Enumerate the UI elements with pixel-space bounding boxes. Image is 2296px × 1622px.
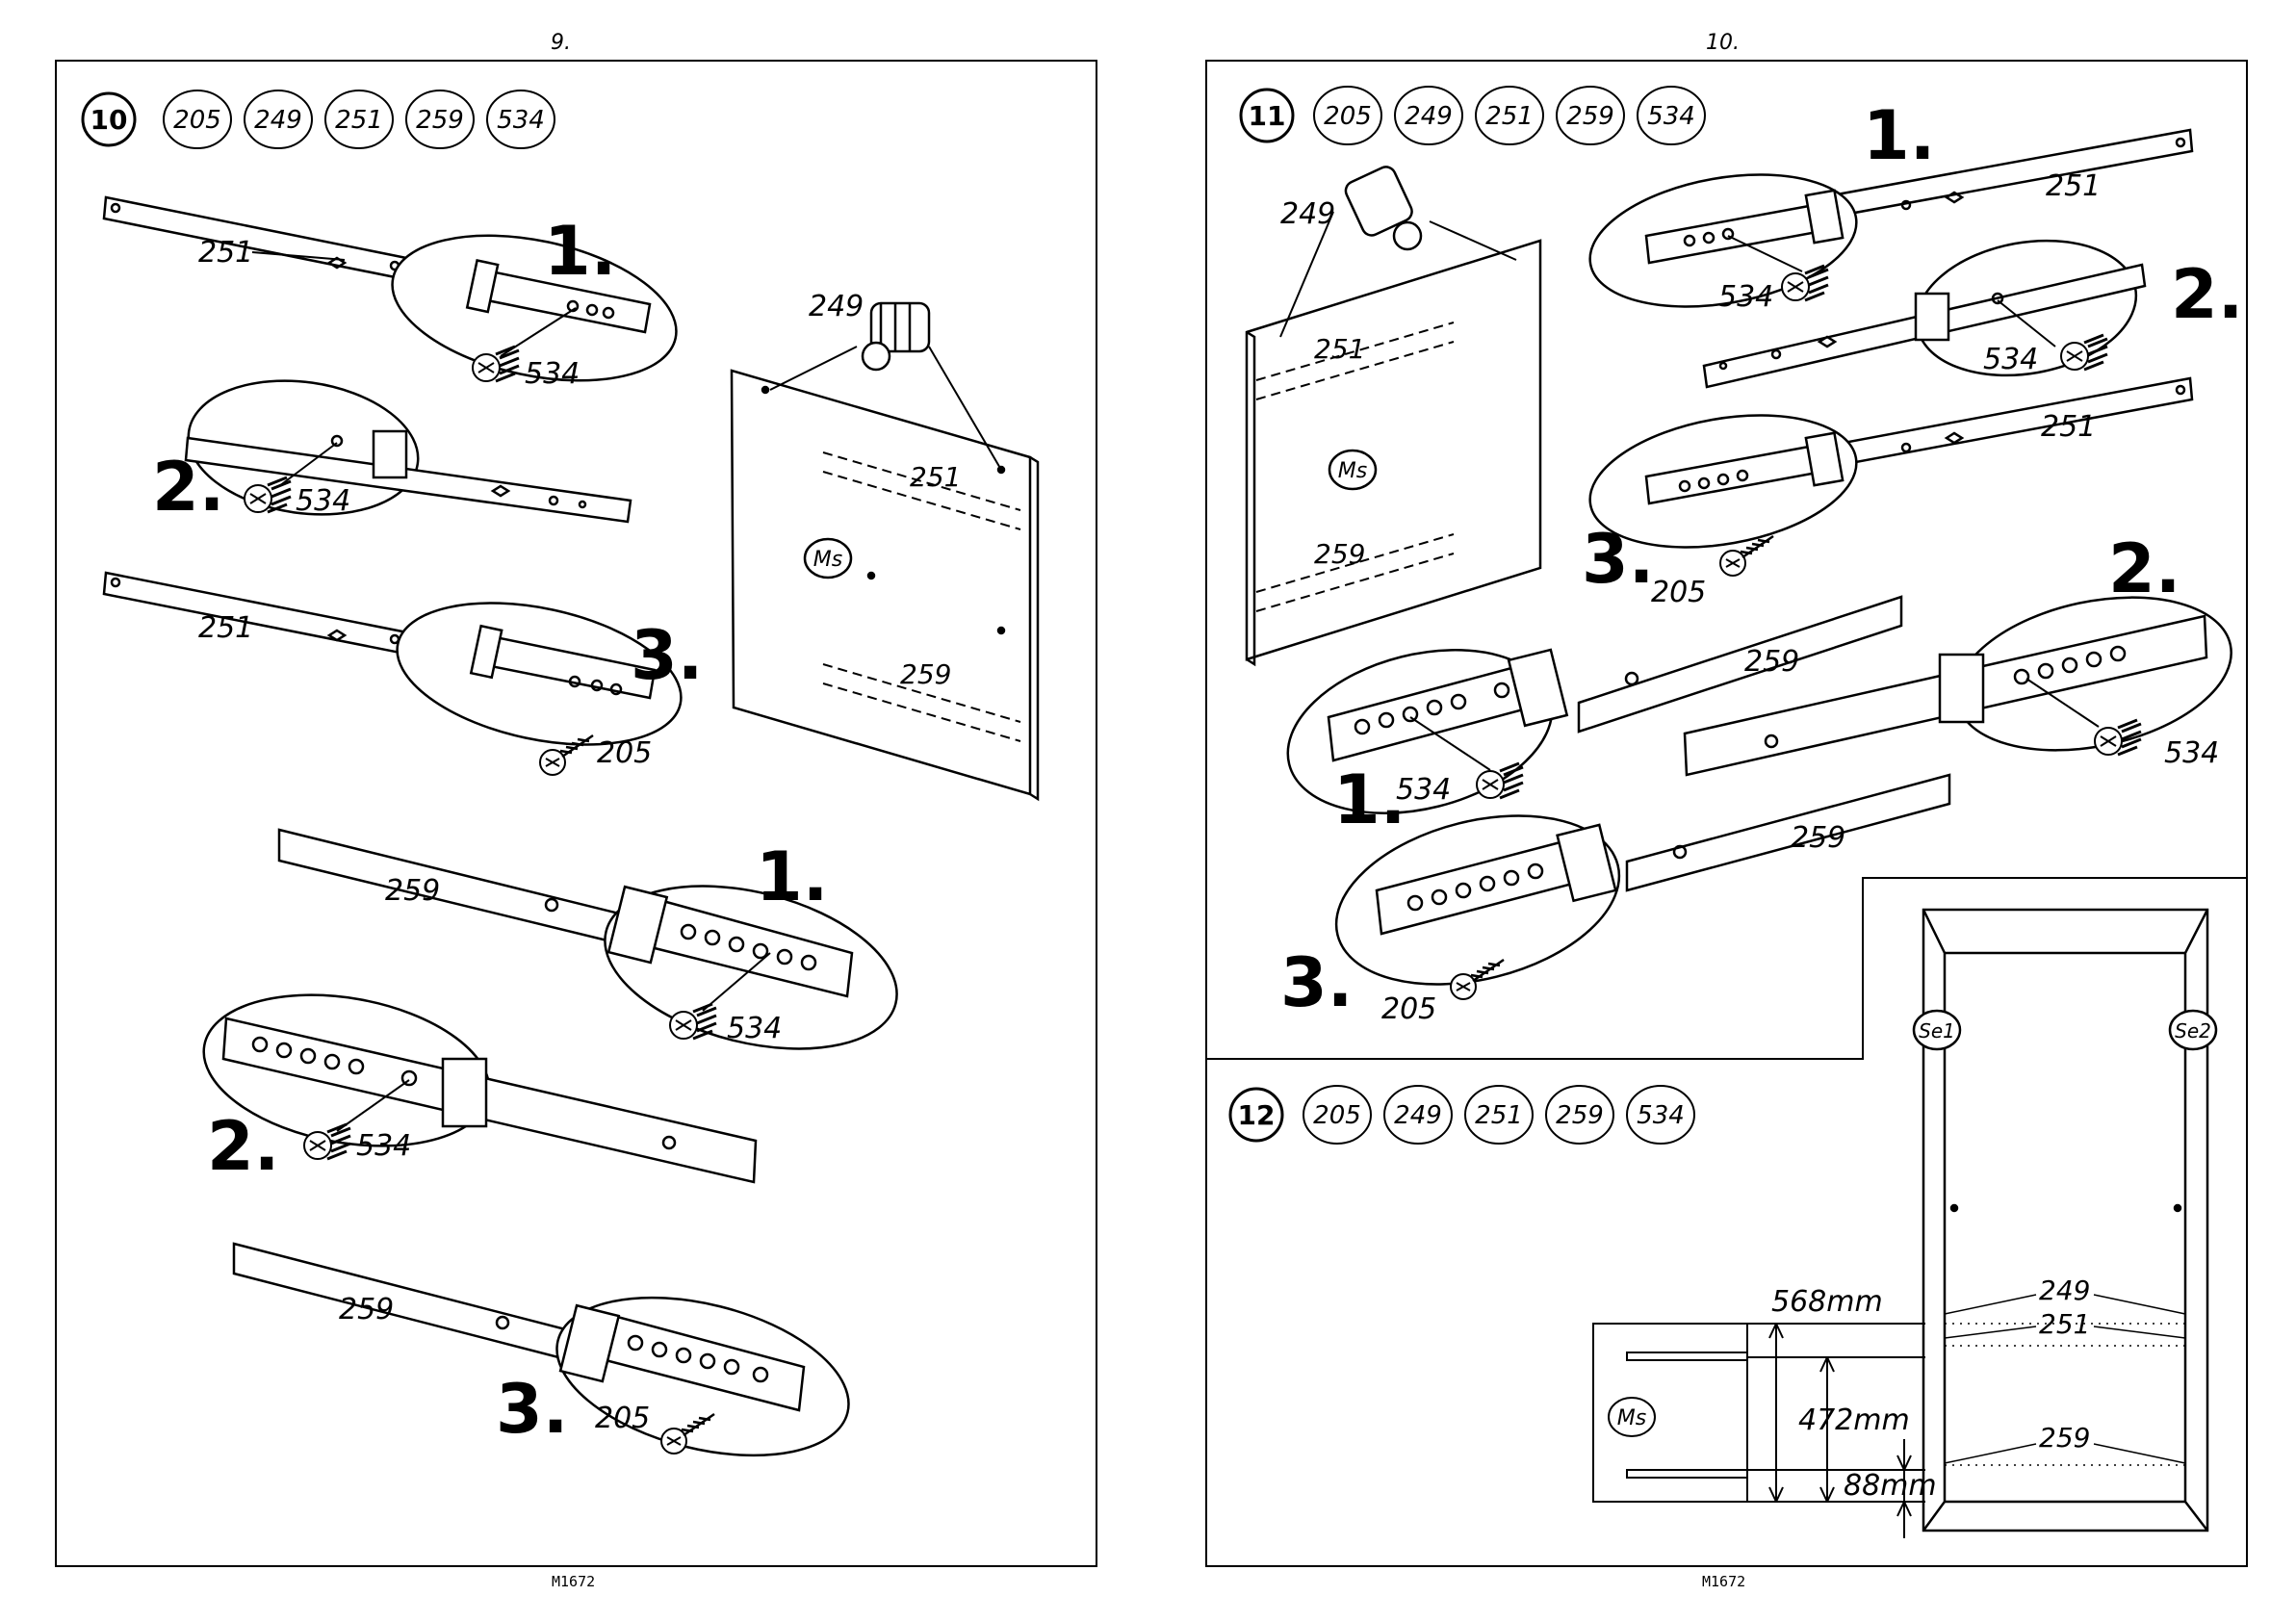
- side-panel-right: [1247, 212, 1540, 664]
- substep-2-label-a: 2.: [152, 448, 224, 527]
- panel-251-label-2: 251: [1314, 333, 1365, 365]
- rail-251-step-3-right: [1580, 378, 2192, 566]
- screw-205-label-1: 205: [597, 736, 652, 770]
- substep-3-label-d: 3.: [1280, 943, 1353, 1022]
- substep-1-label-d: 1.: [1333, 760, 1406, 839]
- carcass-249-label: 249: [2039, 1274, 2090, 1306]
- step-11-part-249: 249: [1405, 102, 1453, 131]
- substep-1-label-c: 1.: [1863, 96, 1935, 175]
- dimension-88mm: 88mm: [1844, 1469, 1937, 1503]
- screw-534-label-5: 534: [1718, 280, 1773, 314]
- screw-534-label-4: 534: [356, 1129, 411, 1163]
- screw-534-label-2: 534: [296, 484, 350, 518]
- substep-3-label-a: 3.: [631, 616, 703, 695]
- rail-259-label-2: 259: [339, 1293, 394, 1326]
- side-se2-label: Se2: [2175, 1019, 2211, 1043]
- step-12-header: 12 205 249 251 259 534: [1230, 1086, 1694, 1144]
- panel-259-label-2: 259: [1314, 538, 1365, 570]
- step-12-part-259: 259: [1556, 1101, 1604, 1130]
- step-10-part-205: 205: [173, 106, 221, 135]
- step-10-header: 10 205 249 251 259 534: [83, 90, 555, 148]
- carcass-251-label: 251: [2039, 1308, 2090, 1340]
- panel-marker-ms-3: Ms: [1617, 1406, 1646, 1430]
- rail-251-label-4: 251: [2041, 410, 2096, 444]
- screw-205-label-2: 205: [595, 1402, 650, 1435]
- rail-259-label-3: 259: [1744, 645, 1799, 679]
- step-10-part-259: 259: [416, 106, 464, 135]
- rail-251-label-3: 251: [2046, 169, 2101, 203]
- substep-2-label-d: 2.: [2108, 529, 2180, 608]
- dowel-249-label-2: 249: [1280, 197, 1335, 231]
- substep-2-label-b: 2.: [207, 1107, 279, 1186]
- step-11-header: 11 205 249 251 259 534: [1241, 87, 1705, 144]
- step-11-part-251: 251: [1485, 102, 1534, 131]
- side-se1-label: Se1: [1919, 1019, 1955, 1043]
- dowel-249-icon: [863, 303, 929, 370]
- side-panel-left: [732, 347, 1038, 799]
- step-10-part-251: 251: [335, 106, 383, 135]
- step-11-part-205: 205: [1324, 102, 1372, 131]
- screw-205-label-3: 205: [1651, 576, 1706, 609]
- step-10-number: 10: [90, 104, 128, 136]
- substep-3-label-c: 3.: [1582, 520, 1654, 599]
- screw-205-label-4: 205: [1381, 992, 1436, 1026]
- step-10-part-249: 249: [254, 106, 302, 135]
- screw-534-label-1: 534: [525, 357, 580, 391]
- panel-259-label-1: 259: [900, 658, 951, 690]
- screw-534-label-8: 534: [2164, 736, 2219, 770]
- panel-251-label-1: 251: [910, 461, 961, 493]
- step-10-part-534: 534: [497, 106, 545, 135]
- step-11-part-534: 534: [1647, 102, 1695, 131]
- panel-marker-ms-1: Ms: [813, 548, 842, 572]
- substep-1-label-b: 1.: [756, 837, 828, 916]
- substep-1-label-a: 1.: [544, 212, 616, 291]
- screw-534-label-3: 534: [727, 1012, 782, 1045]
- panel-marker-ms-2: Ms: [1338, 459, 1367, 483]
- step-12-part-205: 205: [1313, 1101, 1361, 1130]
- substep-2-label-c: 2.: [2171, 255, 2243, 334]
- rail-259-label-4: 259: [1791, 821, 1845, 855]
- dowel-249-icon: [1343, 164, 1421, 249]
- dimension-472mm: 472mm: [1798, 1403, 1910, 1437]
- carcass-259-label: 259: [2039, 1422, 2090, 1454]
- step-11-part-259: 259: [1566, 102, 1614, 131]
- rail-251-label-2: 251: [198, 611, 253, 645]
- rail-259-label-1: 259: [385, 874, 440, 908]
- step-12-part-251: 251: [1475, 1101, 1523, 1130]
- step-12-part-249: 249: [1394, 1101, 1442, 1130]
- step-12-part-534: 534: [1637, 1101, 1685, 1130]
- dimension-568mm: 568mm: [1771, 1285, 1883, 1319]
- step-11-number: 11: [1249, 100, 1286, 132]
- dowel-249-label-1: 249: [809, 290, 864, 323]
- step-12-number: 12: [1238, 1099, 1276, 1131]
- substep-3-label-b: 3.: [496, 1370, 568, 1449]
- rail-251-label-1: 251: [198, 236, 253, 270]
- screw-534-label-6: 534: [1983, 343, 2038, 376]
